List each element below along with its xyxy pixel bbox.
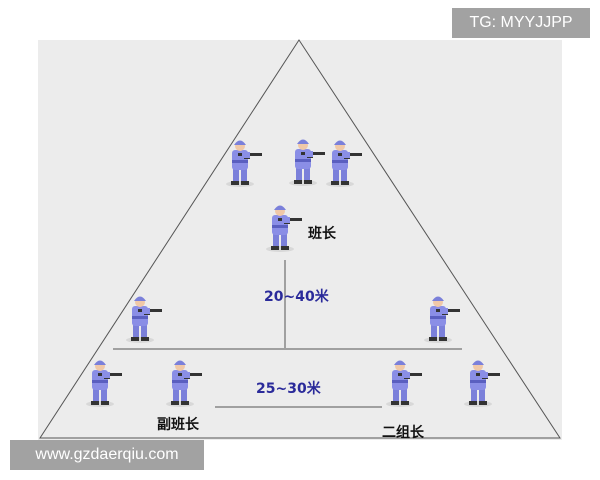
- soldier-mid-left: [126, 296, 162, 343]
- vertical-distance-label: 20~40米: [264, 289, 329, 305]
- group2-leader-label: 二组长: [382, 425, 424, 441]
- soldier-mid-right: [424, 296, 460, 343]
- deputy-leader-label: 副班长: [157, 417, 199, 433]
- soldier-group2-leader: [386, 360, 422, 407]
- watermark-top: TG: MYYJJPP: [452, 8, 590, 38]
- soldier-squad-leader: [266, 205, 302, 252]
- soldier-top-middle: [289, 139, 325, 186]
- squad-leader-label: 班长: [308, 226, 336, 242]
- soldier-bottom-far-right: [464, 360, 500, 407]
- watermark-bottom: www.gzdaerqiu.com: [10, 440, 204, 470]
- horizontal-distance-label: 25~30米: [256, 381, 321, 397]
- formation-triangle: [39, 39, 561, 439]
- soldier-deputy-leader: [166, 360, 202, 407]
- soldier-top-left: [226, 140, 262, 187]
- soldier-bottom-far-left: [86, 360, 122, 407]
- soldier-top-right: [326, 140, 362, 187]
